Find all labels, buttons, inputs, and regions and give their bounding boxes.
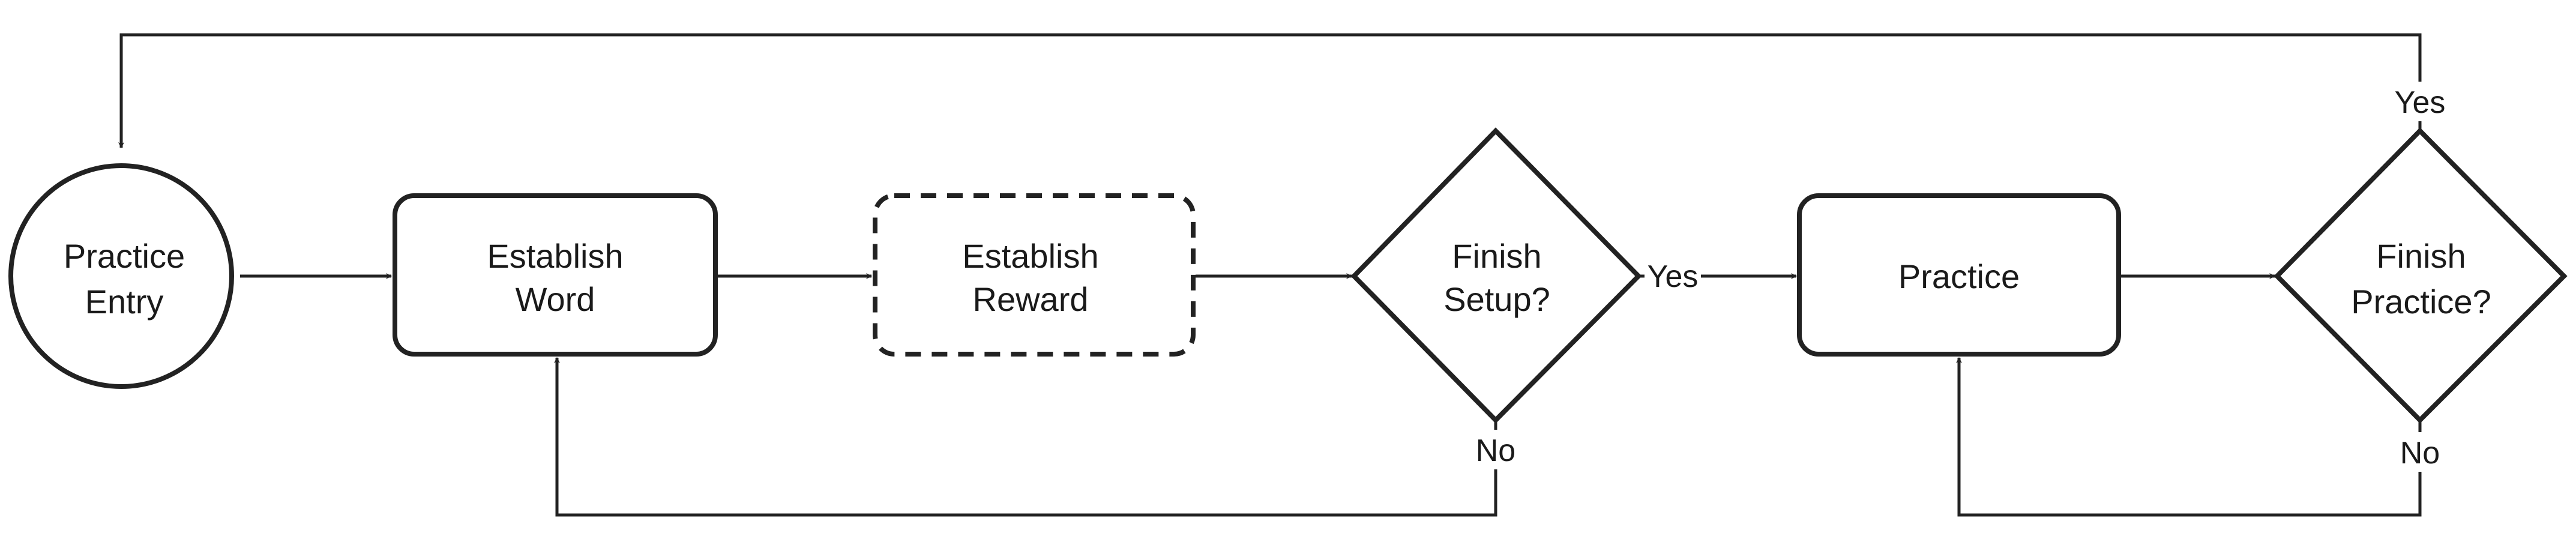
establish-reward-line2: Reward <box>973 280 1089 318</box>
practice-label: Practice <box>1898 257 2020 295</box>
establish-word-line1: Establish <box>487 237 623 275</box>
practice-entry-line1: Practice <box>64 237 185 275</box>
edge-finish-practice-yes <box>118 33 2422 148</box>
edge-label-practice-no: No <box>2400 436 2440 471</box>
node-practice-entry: Practice Entry <box>8 163 234 389</box>
edge-finish-practice-no <box>1956 357 2422 517</box>
node-practice: Practice <box>1797 193 2121 357</box>
finish-setup-line1: Finish <box>1452 237 1541 275</box>
edge-finish-setup-no <box>554 357 1497 517</box>
edge-label-practice-yes: Yes <box>2395 85 2446 120</box>
practice-entry-line2: Entry <box>85 283 164 321</box>
finish-practice-line2: Practice? <box>2351 283 2491 321</box>
establish-reward-line1: Establish <box>962 237 1098 275</box>
finish-practice-line1: Finish <box>2376 237 2466 275</box>
edge-labels: Yes No Yes No <box>1472 82 2450 472</box>
node-establish-word: Establish Word <box>393 193 718 357</box>
finish-setup-line2: Setup? <box>1443 280 1550 318</box>
edge-label-setup-no: No <box>1476 433 1515 468</box>
node-finish-setup: Finish Setup? <box>1350 127 1642 424</box>
node-finish-practice: Finish Practice? <box>2274 127 2568 424</box>
edge-label-setup-yes: Yes <box>1648 259 1699 294</box>
establish-word-line2: Word <box>516 280 595 318</box>
node-establish-reward: Establish Reward <box>873 193 1196 357</box>
